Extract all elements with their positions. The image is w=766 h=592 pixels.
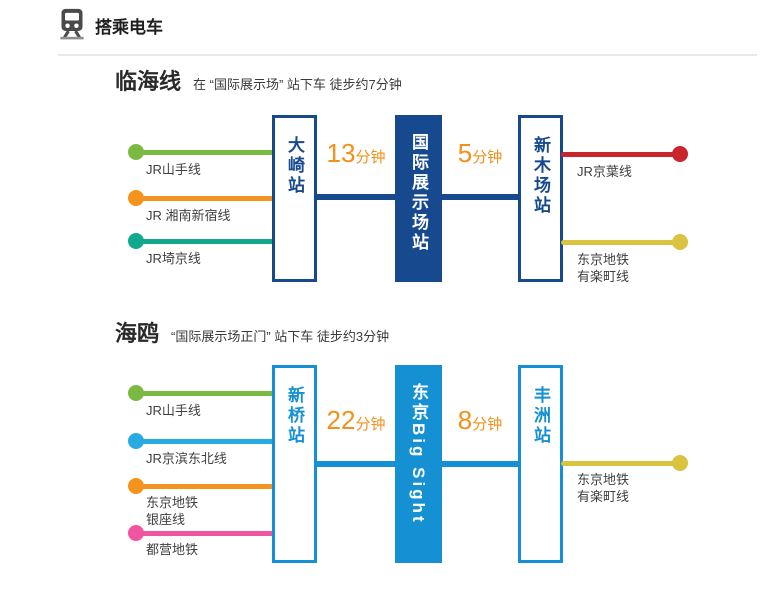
duration-unit: 分钟 [355,416,386,433]
rail-label-jr-shonan-shinjuku: JR 湘南新宿线 [146,208,231,223]
station-box-shimbashi: 新桥站 [272,365,317,563]
section-yurikamome-subtitle: “国际展示场正门” 站下车 徒步约3分钟 [171,329,390,344]
rail-endpoint-dot [128,233,144,249]
rail-endpoint-dot [672,234,688,250]
rail-endpoint-dot [128,525,144,541]
rail-label-toei-subway: 都营地铁 [146,542,199,557]
rail-jr-yamanote-2 [134,391,274,396]
duration-value: 8 [457,405,473,435]
rail-endpoint-dot [672,146,688,162]
connector-osaki-hub [315,194,397,200]
section-rinkai-heading: 临海线 在 “国际展示场” 站下车 徒步约7分钟 [115,64,402,96]
rail-label-metro-yurakucho-2: 东京地铁 有楽町线 [577,472,630,504]
section-rinkai-subtitle: 在 “国际展示场” 站下车 徒步约7分钟 [193,77,402,92]
section-yurikamome-title: 海鸥 [115,321,160,346]
rail-label-jr-yamanote-2: JR山手线 [146,403,201,418]
rail-endpoint-dot [128,144,144,160]
rail-jr-shonan-shinjuku [134,196,274,201]
rail-label-jr-saikyo: JR埼京线 [146,251,201,266]
duration-unit: 分钟 [472,416,503,433]
section-yurikamome-heading: 海鸥 “国际展示场正门” 站下车 徒步约3分钟 [115,316,389,348]
rail-jr-yamanote-1 [134,150,274,155]
station-box-osaki: 大崎站 [272,115,317,282]
station-name-kokusai-tenjijo: 国际展示场站 [409,133,428,253]
duration-unit: 分钟 [472,149,503,166]
rail-label-metro-yurakucho-1: 东京地铁 有楽町线 [577,252,630,284]
rail-metro-yurakucho-2 [561,461,676,466]
connector-hub-toyosu [440,461,520,467]
station-box-toyosu: 丰洲站 [518,365,563,563]
page-title: 搭乘电车 [95,18,163,37]
rail-endpoint-dot [128,385,144,401]
rail-label-jr-yamanote-1: JR山手线 [146,162,201,177]
rail-jr-saikyo [134,239,274,244]
rail-toei-subway [134,531,274,536]
rail-endpoint-dot [128,478,144,494]
station-name-shimbashi: 新桥站 [285,386,304,446]
rail-metro-ginza [134,484,274,489]
station-name-shinkiba: 新木场站 [531,136,550,216]
rail-endpoint-dot [128,190,144,206]
header-divider [58,54,757,56]
rail-label-metro-ginza: 东京地铁 银座线 [146,495,199,527]
train-icon [58,8,86,45]
connector-shimbashi-hub [315,461,397,467]
duration-unit: 分钟 [355,149,386,166]
duration-value: 22 [326,405,356,435]
rail-label-jr-keiyo: JR京葉线 [577,164,632,179]
station-box-kokusai-tenjijo: 国际展示场站 [395,115,442,282]
connector-hub-shinkiba [440,194,520,200]
station-box-shinkiba: 新木场站 [518,115,563,282]
station-name-toyosu: 丰洲站 [531,386,550,446]
rail-label-jr-keihin-tohoku: JR京滨东北线 [146,451,227,466]
rail-endpoint-dot [128,433,144,449]
station-name-osaki: 大崎站 [285,136,304,196]
rail-jr-keihin-tohoku [134,439,274,444]
duration-value: 5 [457,138,473,168]
rail-endpoint-dot [672,455,688,471]
section-rinkai-title: 临海线 [115,69,182,94]
station-name-tokyo-big-sight: 东京Big Sight [409,383,428,525]
duration-value: 13 [326,138,356,168]
rail-metro-yurakucho-1 [561,240,676,245]
rail-jr-keiyo [561,152,676,157]
station-box-tokyo-big-sight: 东京Big Sight [395,365,442,563]
